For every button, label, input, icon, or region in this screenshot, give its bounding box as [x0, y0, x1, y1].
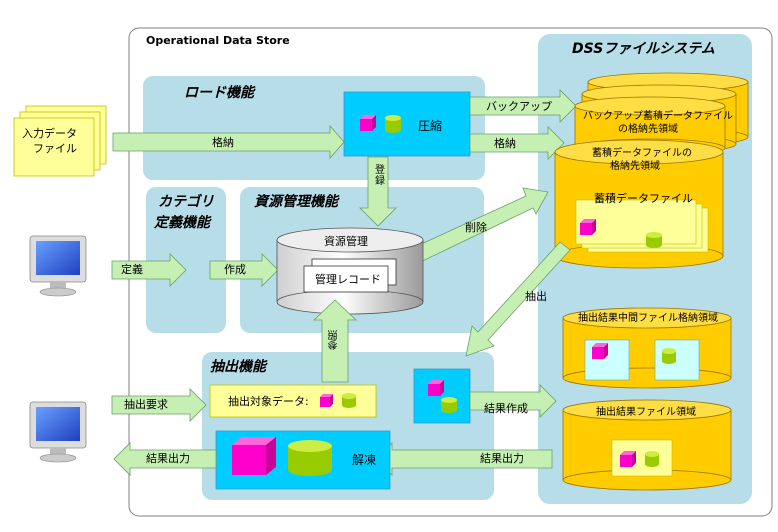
monitor-icon-top	[29, 235, 87, 297]
mini-cylinder-icon	[441, 397, 457, 413]
decompress-cube-icon	[232, 437, 276, 475]
extract-arrow-label: 抽出	[525, 290, 547, 303]
category-title-2: 定義機能	[154, 215, 210, 231]
delete-arrow	[403, 187, 549, 267]
backup-area-label-1: バックアップ蓄積データファイル	[583, 111, 733, 122]
result-cylinder-icon	[645, 451, 659, 467]
store-arrow-left	[112, 124, 345, 160]
compress-cylinder-icon	[385, 115, 401, 133]
store-arrow-right-label: 格納	[494, 137, 516, 150]
input-file-label-1: 入力データ	[22, 127, 77, 140]
mid-notes	[584, 339, 700, 381]
mid-cylinder-icon	[662, 348, 676, 364]
ref-arrow-label: 参照	[329, 330, 340, 350]
accum-file-label: 蓄積データファイル	[594, 192, 693, 205]
define-arrow-label: 定義	[121, 263, 143, 276]
dss-title: DSSファイルシステム	[572, 41, 715, 57]
compress-cube-icon	[360, 115, 376, 131]
monitor-icon-bottom	[29, 401, 87, 463]
result-create-label: 結果作成	[484, 402, 528, 415]
target-cylinder-icon	[342, 393, 356, 408]
resource-title: 資源管理機能	[254, 194, 338, 210]
decompress-cylinder-icon	[288, 440, 332, 476]
request-arrow-label: 抽出要求	[124, 398, 168, 411]
backup-arrow	[469, 89, 577, 123]
mid-cube-icon	[592, 343, 608, 359]
category-panel	[146, 187, 226, 333]
result-cube-icon	[620, 451, 636, 467]
result-area-label: 抽出結果ファイル領域	[596, 407, 696, 418]
request-arrow	[111, 388, 207, 422]
accum-area-label-2: 格納先領域	[610, 161, 660, 172]
result-output-right-label: 結果出力	[480, 452, 524, 465]
extract-mini-box	[413, 368, 471, 424]
result-output-left-label: 結果出力	[146, 452, 190, 465]
register-arrow	[359, 156, 397, 227]
target-cube-icon	[320, 394, 333, 407]
accum-cube-icon	[580, 219, 596, 235]
register-arrow-label: 登録	[375, 165, 385, 187]
accum-area-label-1: 蓄積データファイルの	[592, 148, 692, 159]
store-arrow-left-label: 格納	[212, 136, 234, 149]
create-arrow-label: 作成	[224, 263, 246, 276]
result-note	[611, 439, 673, 477]
ods-title: Operational Data Store	[146, 34, 290, 47]
compress-label: 圧縮	[418, 119, 443, 133]
accum-cylinder-icon	[646, 232, 662, 248]
load-title: ロード機能	[184, 85, 254, 101]
delete-arrow-label: 削除	[465, 221, 487, 234]
mini-cube-icon	[428, 380, 444, 396]
define-arrow	[111, 253, 187, 287]
record-card-front	[303, 265, 389, 293]
result-output-arrow-left	[113, 442, 217, 476]
ref-arrow	[313, 299, 357, 383]
target-label: 抽出対象データ:	[228, 395, 309, 408]
backup-arrow-label: バックアップ	[486, 100, 552, 113]
resource-cylinder-label: 資源管理	[324, 235, 368, 248]
input-file-icon	[13, 105, 107, 177]
category-title-1: カテゴリ	[158, 194, 214, 210]
input-file-label-2: ファイル	[33, 142, 77, 155]
mid-area-label: 抽出結果中間ファイル格納領域	[578, 313, 718, 324]
extract-title: 抽出機能	[210, 359, 266, 375]
backup-area-label-2: の格納先領域	[618, 124, 678, 135]
result-create-arrow	[469, 384, 557, 418]
create-arrow	[209, 253, 279, 287]
decompress-label: 解凍	[352, 453, 377, 467]
record-label: 管理レコード	[315, 273, 381, 286]
extract-arrow	[465, 241, 571, 357]
